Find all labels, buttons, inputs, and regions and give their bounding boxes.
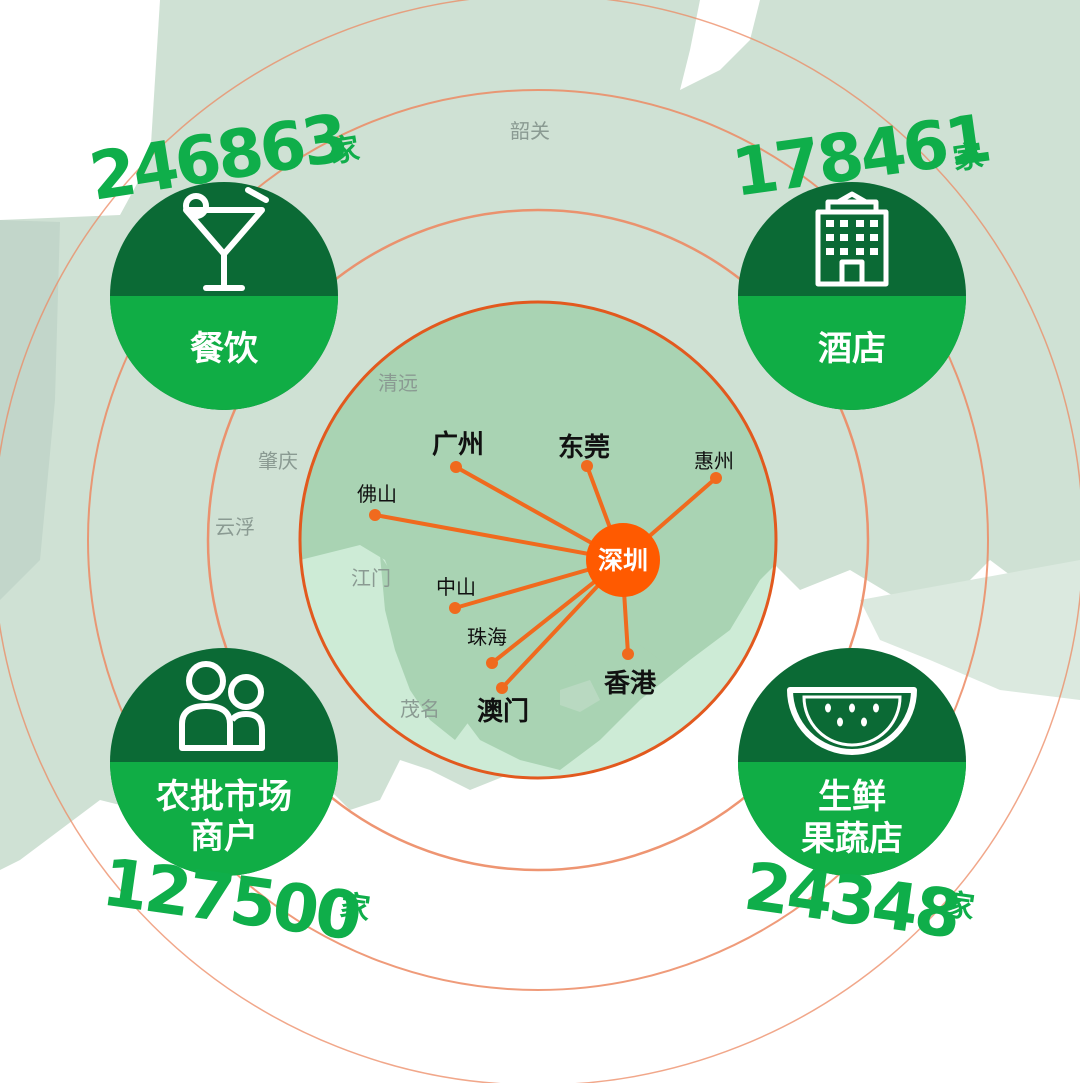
city-dongguan: 东莞 (558, 432, 610, 463)
city-huizhou: 惠州 (694, 449, 734, 473)
hub-label: 深圳 (598, 546, 648, 575)
city-hongkong: 香港 (604, 669, 657, 699)
city-zhongshan: 中山 (436, 575, 476, 599)
label-shaoguan: 韶关 (510, 119, 550, 143)
dot-macau (496, 682, 508, 694)
dot-dongguan (581, 460, 593, 472)
count-hotel-unit: 家 (951, 138, 986, 177)
dot-hongkong (622, 648, 634, 660)
hotel-building-icon (815, 191, 889, 287)
label-zhaoqing: 肇庆 (258, 449, 298, 473)
people-icon (179, 661, 265, 751)
cocktail-icon (183, 187, 269, 291)
badge-market-label-line2: 商户 (190, 817, 258, 857)
hub-shenzhen: 深圳 (586, 523, 660, 597)
land-west-shade (0, 220, 60, 600)
count-produce-number: 24348 (740, 848, 963, 954)
badge-produce-label-line2: 果蔬店 (801, 819, 903, 859)
city-foshan: 佛山 (357, 482, 397, 506)
city-guangzhou: 广州 (432, 430, 484, 460)
city-macau: 澳门 (477, 697, 529, 727)
ring-3 (87, 89, 989, 991)
count-market-unit: 家 (338, 889, 373, 928)
land-southeast (860, 560, 1080, 700)
city-dots (369, 460, 722, 694)
label-yunfu: 云浮 (215, 515, 255, 539)
watermelon-icon (787, 687, 917, 755)
dot-zhuhai (486, 657, 498, 669)
dot-foshan (369, 509, 381, 521)
inner-island-hk (575, 630, 660, 700)
badge-market-label-line1: 农批市场 (156, 777, 292, 817)
count-produce-unit: 家 (942, 887, 977, 926)
dot-zhongshan (449, 602, 461, 614)
count-market-number: 127500 (98, 844, 364, 956)
inner-peninsula (380, 555, 470, 740)
dot-huizhou (710, 472, 722, 484)
land-northeast-gap (680, 0, 760, 90)
badge-market: 农批市场 商户 (110, 648, 338, 876)
badge-hotel: 酒店 (738, 182, 966, 410)
dot-guangzhou (450, 461, 462, 473)
city-zhuhai: 珠海 (467, 625, 507, 649)
label-jiangmen: 江门 (351, 566, 391, 590)
label-maoming: 茂名 (400, 697, 440, 721)
route-foshan (373, 513, 624, 562)
badge-produce: 生鲜 果蔬店 (738, 648, 966, 876)
badge-hotel-label: 酒店 (818, 329, 886, 369)
count-produce: 24348 家 (740, 848, 977, 954)
inner-island-lantau (560, 680, 600, 712)
badge-catering-label: 餐饮 (190, 329, 259, 369)
inner-map (298, 300, 778, 780)
region-labels: 韶关 清远 肇庆 云浮 江门 茂名 (215, 119, 550, 721)
label-qingyuan: 清远 (378, 371, 418, 395)
count-catering-unit: 家 (327, 131, 362, 170)
count-market: 127500 家 (98, 844, 373, 956)
city-labels: 广州 东莞 惠州 佛山 中山 珠海 澳门 香港 (357, 430, 734, 727)
ring-2 (206, 208, 870, 872)
badge-produce-label-line1: 生鲜 (818, 777, 886, 817)
badge-catering: 餐饮 (110, 182, 338, 410)
